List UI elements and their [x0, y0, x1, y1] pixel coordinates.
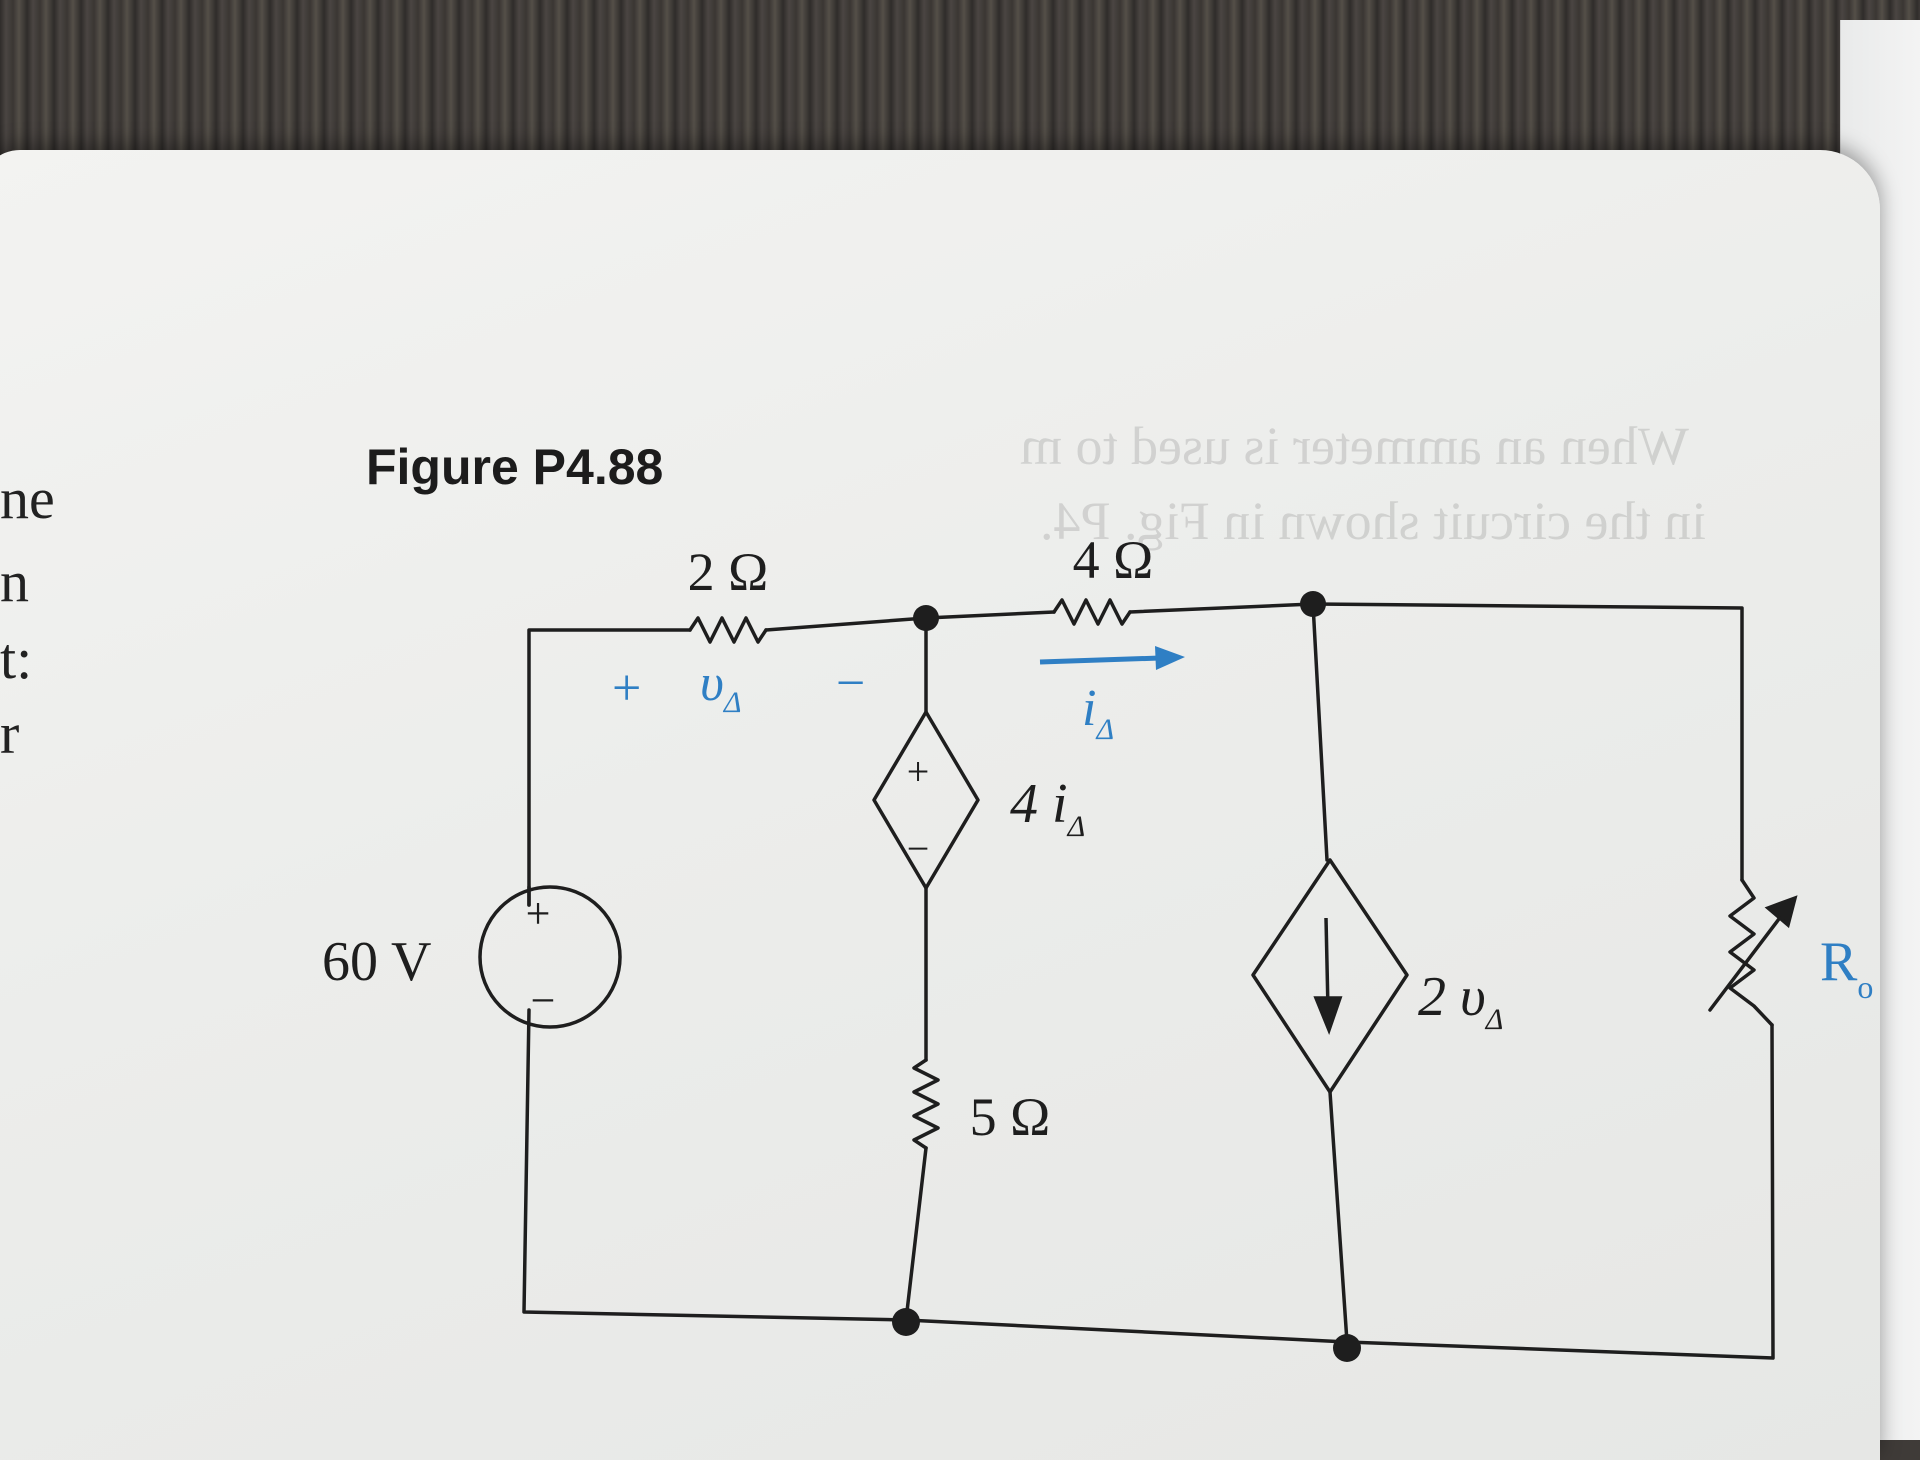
- dep-voltage-source-label: 4 iΔ: [1010, 773, 1085, 843]
- v-delta-label: υΔ: [700, 655, 741, 719]
- variable-resistor-arrow-line: [1708, 913, 1784, 1012]
- wire-left-bottom: [522, 1008, 1775, 1360]
- wire-depcur-top: [1311, 602, 1329, 862]
- variable-resistor-label: Ro: [1820, 931, 1873, 1005]
- i-delta-arrow-line: [1039, 655, 1161, 665]
- i-delta-label: iΔ: [1082, 680, 1114, 746]
- margin-fragment: ne: [0, 466, 55, 531]
- v-delta-minus: −: [836, 655, 865, 712]
- current-arrow-head: [1313, 996, 1343, 1035]
- wire-left-top: [527, 628, 692, 907]
- wire-top-2ohm-to-node: [764, 616, 928, 632]
- source-voltage-label: 60 V: [322, 931, 431, 993]
- resistor-5ohm-label: 5 Ω: [970, 1087, 1051, 1147]
- dependent-current-source-diamond: [1251, 858, 1409, 1094]
- voltage-source-circle: [478, 885, 622, 1029]
- v-delta-plus: +: [612, 660, 641, 717]
- wire-top-right: [1128, 602, 1744, 882]
- variable-resistor-zigzag: [1728, 878, 1774, 1027]
- resistor-2ohm-label: 2 Ω: [688, 542, 769, 602]
- i-delta-arrow-head: [1155, 646, 1185, 670]
- wire-top-node-to-4ohm: [924, 610, 1056, 620]
- margin-fragment: n: [0, 549, 29, 614]
- dep-current-source-label: 2 υΔ: [1418, 966, 1503, 1036]
- variable-resistor-arrow-head: [1764, 895, 1798, 929]
- source-plus-sign: +: [526, 889, 551, 938]
- figure-title: Figure P4.88: [366, 439, 664, 495]
- source-minus-sign: −: [531, 976, 556, 1025]
- resistor-2ohm-zigzag: [688, 616, 768, 644]
- resistor-4ohm-zigzag: [1052, 598, 1132, 626]
- wire-mid-bottom: [904, 1146, 928, 1322]
- resistor-5ohm-zigzag: [912, 1058, 940, 1150]
- dep-source-minus-sign: −: [907, 826, 930, 871]
- margin-fragment: r: [0, 701, 20, 766]
- node-bottom-left: [892, 1308, 920, 1336]
- current-arrow-line: [1324, 917, 1330, 1011]
- node-top-left: [913, 605, 939, 631]
- resistor-4ohm-label: 4 Ω: [1073, 530, 1154, 590]
- dep-source-plus-sign: +: [907, 749, 930, 794]
- wire-depcur-bottom: [1328, 1090, 1349, 1344]
- node-bottom-right: [1333, 1334, 1361, 1362]
- node-top-right: [1300, 591, 1326, 617]
- margin-fragment: t:: [0, 626, 33, 691]
- book-page: [0, 150, 1880, 1460]
